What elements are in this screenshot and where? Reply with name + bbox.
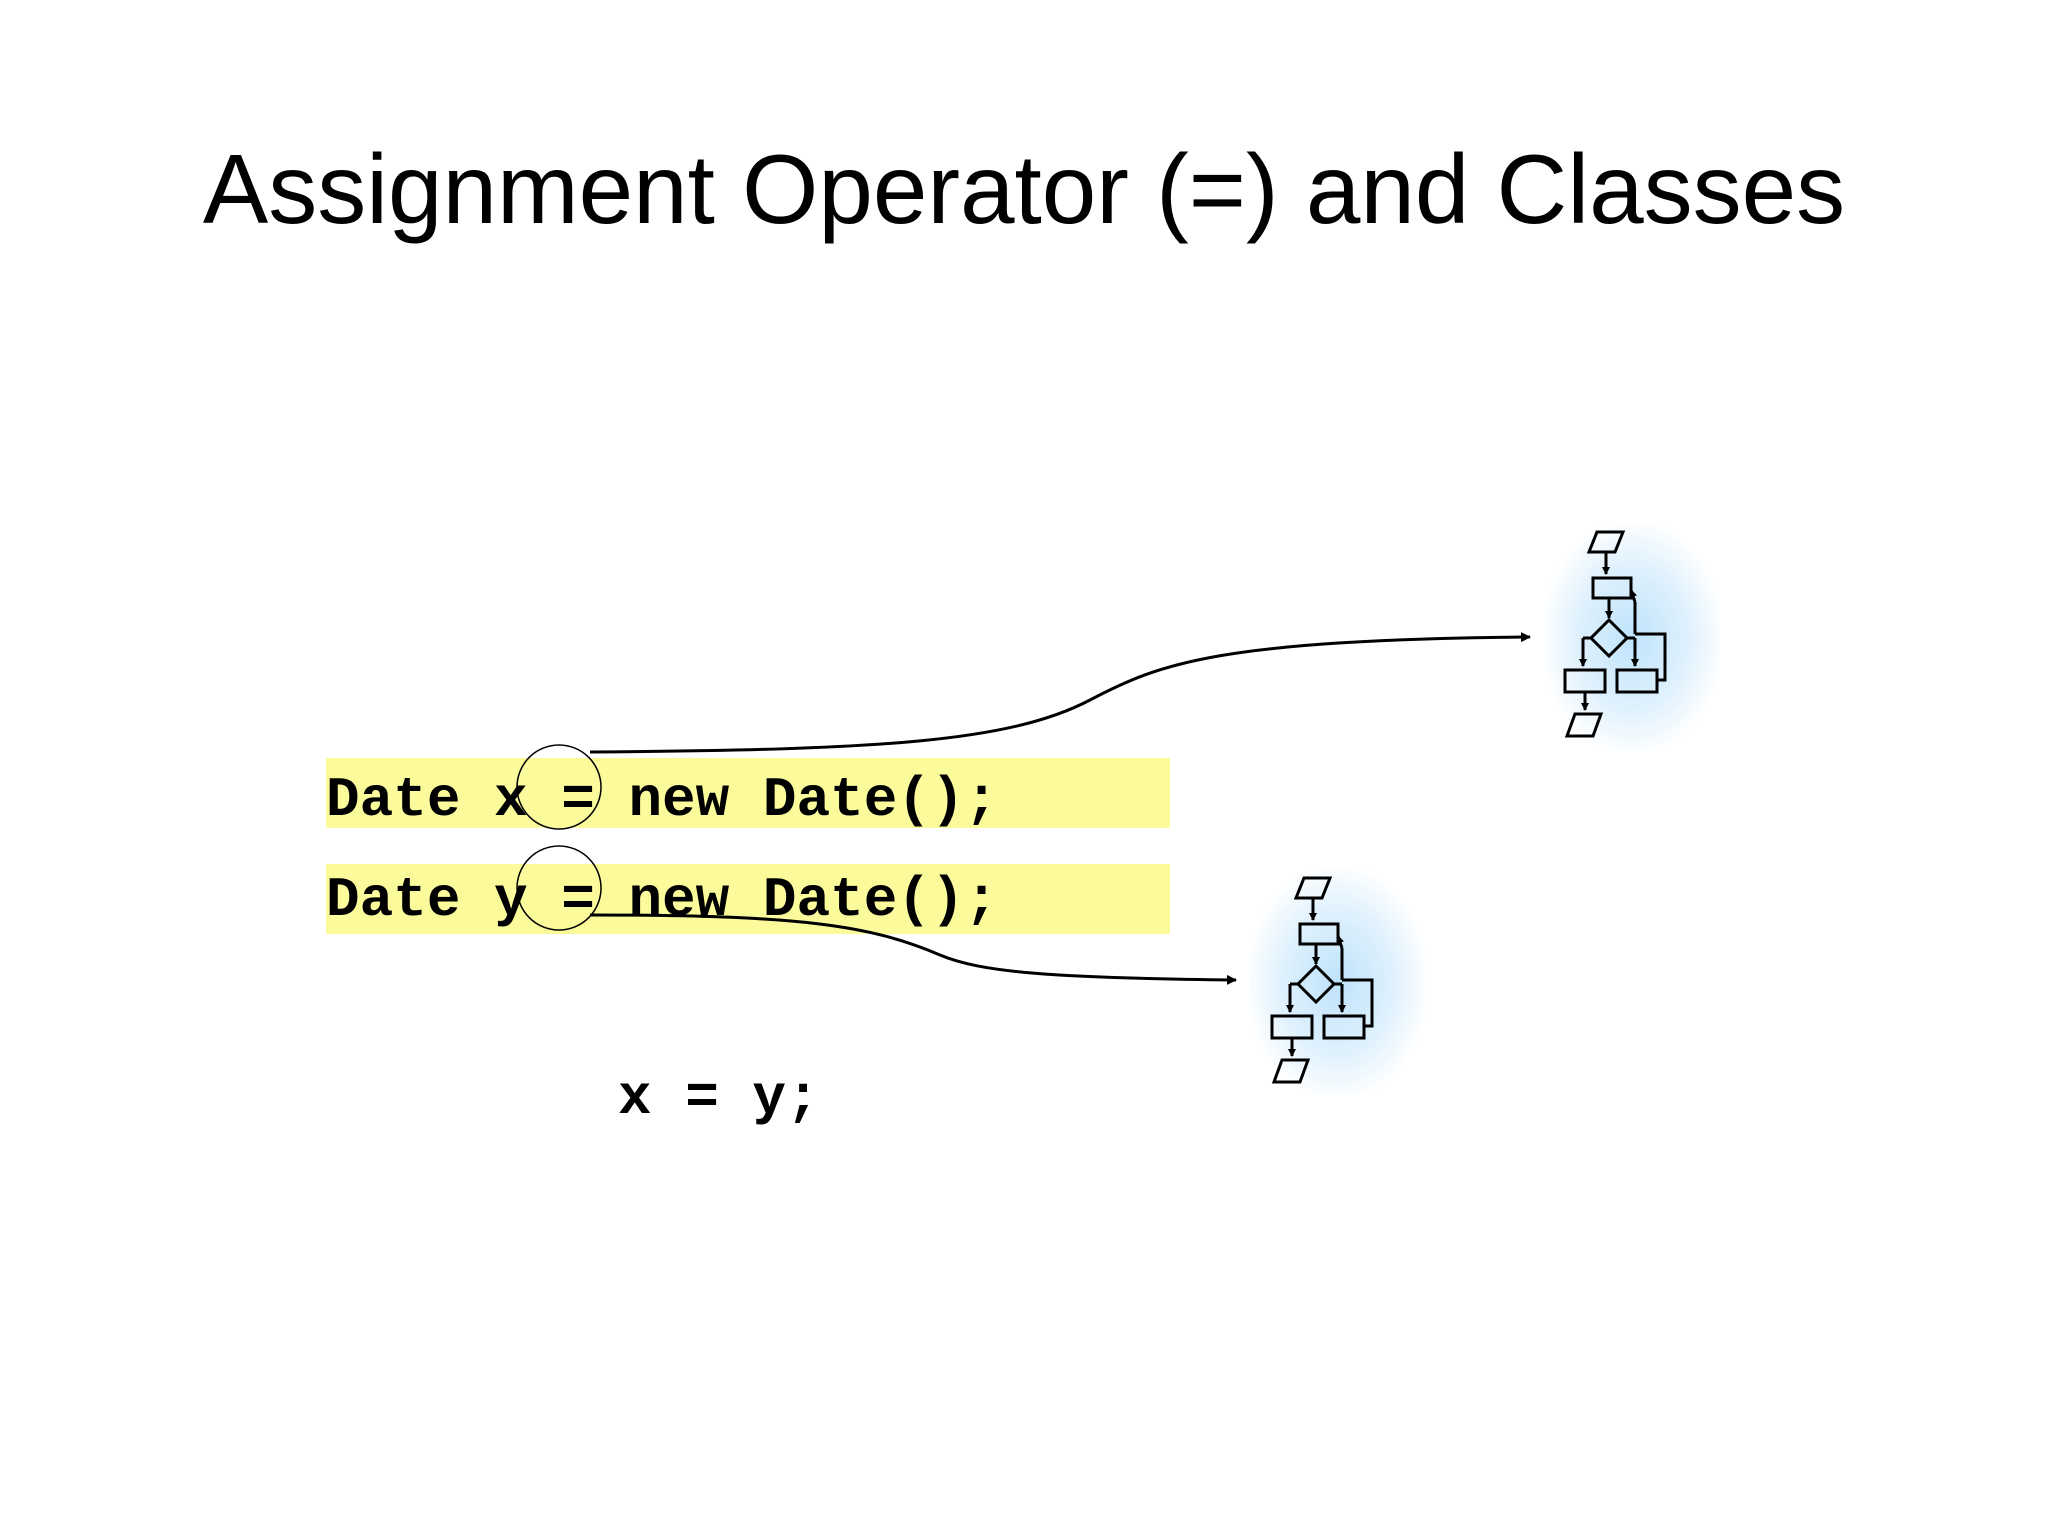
- reference-arrow-x: [589, 632, 1531, 754]
- reference-arrow-y: [589, 913, 1237, 985]
- flowchart-object-icon: [1270, 876, 1374, 1084]
- code-highlight-x: [326, 758, 1170, 828]
- slide-title: Assignment Operator (=) and Classes: [202, 134, 1846, 244]
- variable-y-circle: [516, 845, 602, 931]
- code-line-x: Date x = new Date();: [326, 768, 999, 832]
- variable-x-circle: [516, 744, 602, 830]
- assignment-statement: x = y;: [618, 1066, 820, 1130]
- code-highlight-y: [326, 864, 1170, 934]
- flowchart-object-icon: [1563, 530, 1667, 738]
- code-line-y: Date y = new Date();: [326, 868, 999, 932]
